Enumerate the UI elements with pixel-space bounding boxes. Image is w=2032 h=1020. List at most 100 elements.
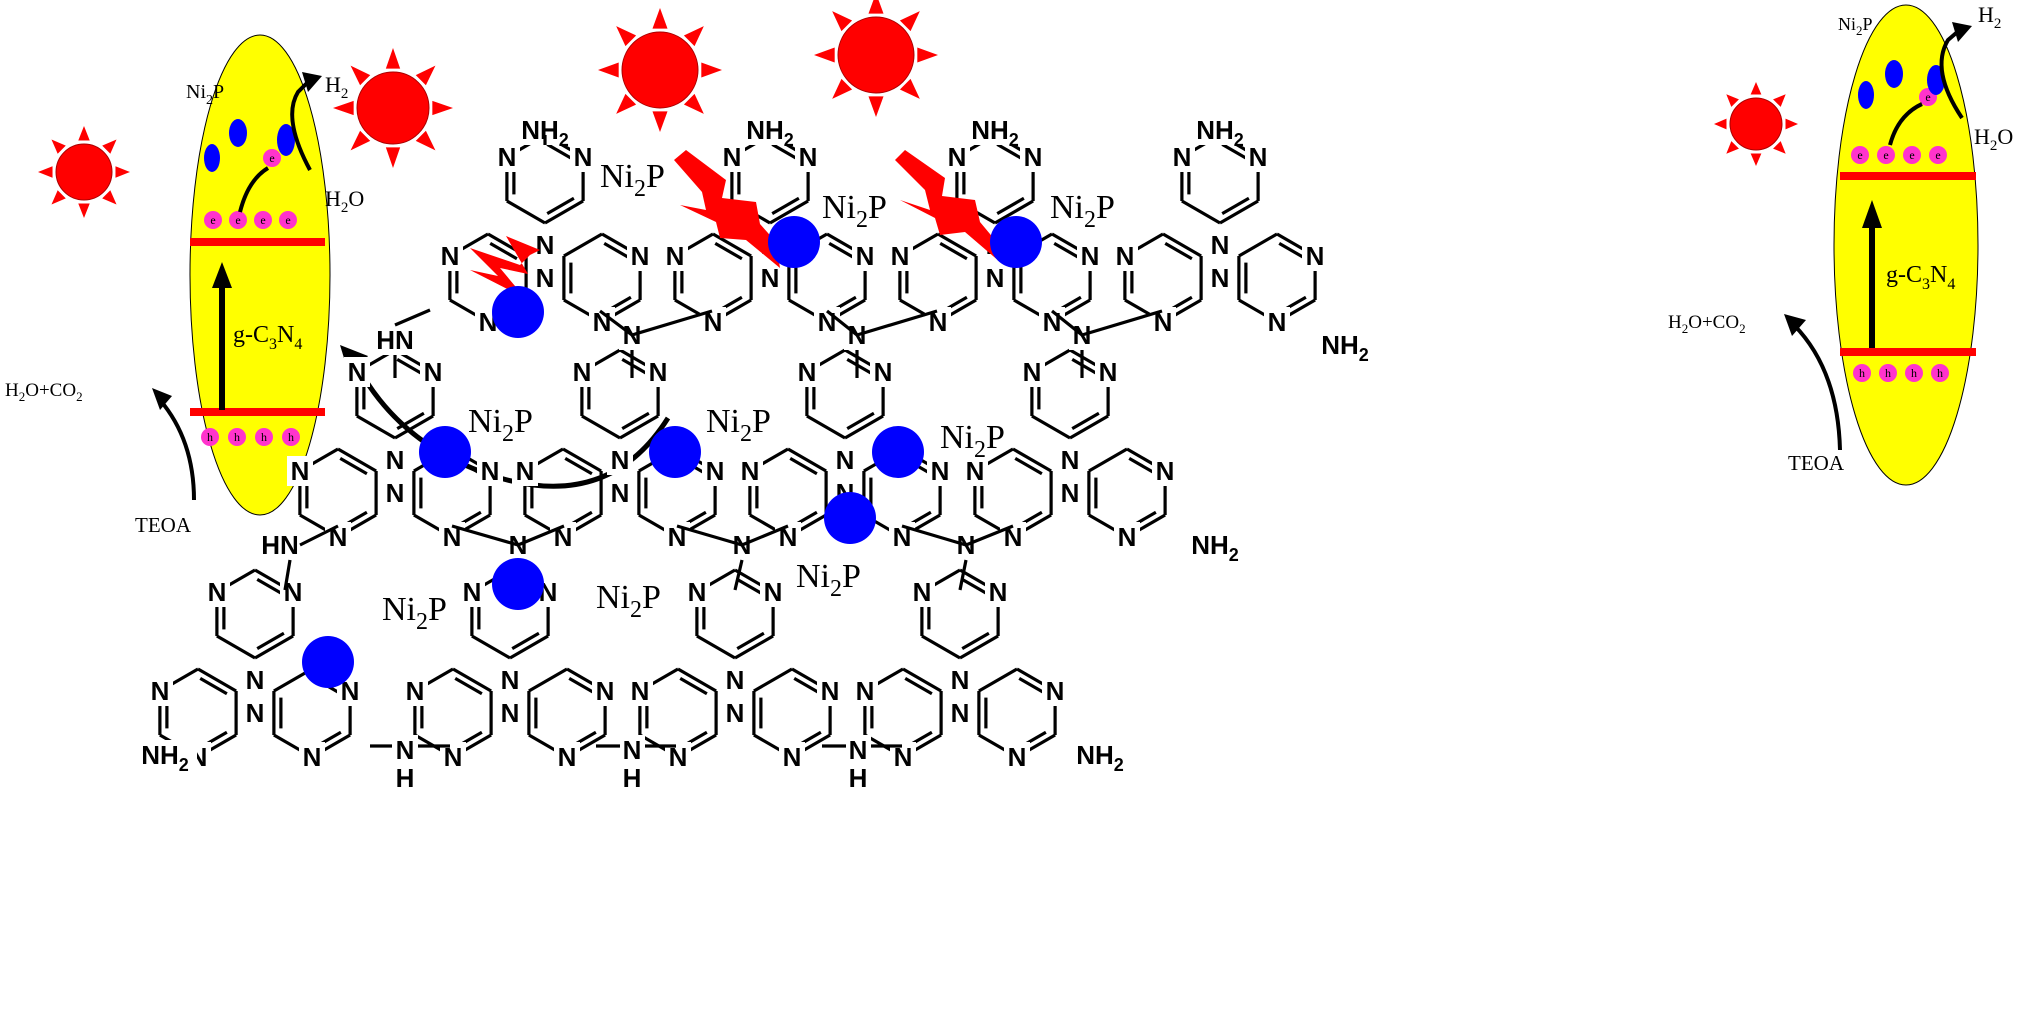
atom-bg [554,742,580,772]
amine-top-1: NH2 [521,115,569,150]
atom-bg [927,456,953,486]
atom-bg [392,735,418,793]
bond [787,447,827,473]
svg-text:h: h [288,430,294,444]
sun-disc [356,71,430,145]
central-nitrogen: N [501,665,520,695]
bond [283,559,292,591]
bond [901,524,967,547]
bond [1088,447,1128,473]
nh-bridge: N [849,735,868,765]
atom-bg [1068,740,1132,770]
double-bond [1164,241,1193,261]
bond [741,524,789,547]
bond [1181,199,1221,225]
sun-ray [385,48,401,69]
nitrogen-atom: N [303,742,322,772]
sun-ray [899,11,920,32]
amine-top-4: NH2 [1196,115,1244,150]
sun-ray [814,47,835,63]
right-teoa-label: TEOA [1788,451,1845,475]
sun-ray [432,100,453,116]
ni2p-label: Ni2P [822,189,887,233]
bond [581,414,621,440]
bond [1238,232,1278,258]
nitrogen-atom: N [704,307,723,337]
atom-bg [437,241,463,271]
left-photocatalyst-cell: e e e e e h h h h Ni2P H2 H2O g-C3N4 H2O… [5,34,364,537]
sun-ray [1726,141,1739,154]
atom-bg [1114,522,1140,552]
sun-ray [832,11,853,32]
nh-bridge-h: H [396,763,415,793]
sun-ray [832,78,853,99]
atom-bg [887,241,913,271]
double-bond [1128,456,1157,476]
nitrogen-atom: N [1249,142,1268,172]
bond [1162,232,1202,258]
atom-bg [369,325,421,355]
nitrogen-atom: N [986,263,1005,293]
svg-text:h: h [1859,366,1865,380]
nitrogen-atom: N [1156,456,1175,486]
atom-bg [719,142,745,172]
nitrogen-atom: N [516,456,535,486]
sun-icon [333,48,453,168]
double-bond [1053,241,1082,261]
left-electron-transfer-arrow [238,166,270,213]
hn-bridge-2: HN [261,530,299,560]
atom-bg [627,676,653,706]
sun-ray [899,78,920,99]
right-teoa-arrowhead [1784,314,1806,336]
ni2p-label: Ni2P [1050,189,1115,233]
nitrogen-atom: N [874,357,893,387]
nitrogen-atom: N [611,478,630,508]
double-bond [256,631,285,651]
sun-ray [102,139,117,154]
atom-bg [1057,478,1083,508]
nh-bridge: N [623,735,642,765]
sun-icon [598,8,722,132]
atom-bg [845,735,871,793]
sun-ray [102,190,117,205]
sun-ray [115,166,130,178]
nitrogen-atom: N [913,577,932,607]
sun-ray [1773,94,1786,107]
nitrogen-atom: N [1061,478,1080,508]
nitrogen-atom: N [799,142,818,172]
atom-bg [242,665,268,695]
sun-ray [652,8,668,29]
sun-ray [1714,118,1727,130]
double-bond [1278,241,1307,261]
atom-bg [532,230,558,260]
right-hole-dots [1853,364,1949,382]
nitrogen-atom: N [246,698,265,728]
nitrogen-atom: N [966,456,985,486]
nitrogen-atom: N [783,742,802,772]
double-bond [771,142,800,162]
nitrogen-atom: N [948,142,967,172]
sun-icon [1714,82,1798,166]
bond [844,414,884,440]
sun-icon [38,126,130,218]
bond [1219,199,1259,225]
nitrogen-atom: N [1268,307,1287,337]
sun-ray [1785,118,1798,130]
bond [921,634,961,660]
svg-text:h: h [234,430,240,444]
central-nitrogen: N [836,445,855,475]
atom-bg [817,676,843,706]
atom-bg [1313,330,1377,360]
nitrogen-atom: N [574,142,593,172]
atom-bg [147,676,173,706]
bond [1012,447,1052,473]
sun-ray [51,190,66,205]
atom-bg [1207,263,1233,293]
nitrogen-atom: N [444,742,463,772]
nitrogen-atom: N [1046,676,1065,706]
atom-bg [852,241,878,271]
double-bond [546,196,575,216]
sun-ray [415,130,436,151]
left-h2-label: H2 [325,72,348,102]
